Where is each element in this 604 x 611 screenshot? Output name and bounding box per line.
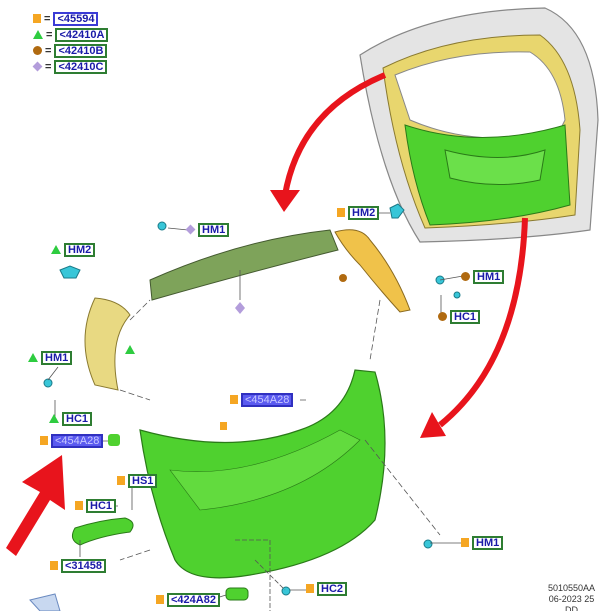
square-marker-icon xyxy=(33,14,41,23)
diamond-marker-icon xyxy=(185,224,196,235)
legend-label[interactable]: <42410C xyxy=(54,59,108,74)
pointer-arrow xyxy=(6,455,65,556)
left-pillar-trim xyxy=(84,297,131,391)
square-marker-icon xyxy=(306,584,314,593)
legend-label[interactable]: <42410A xyxy=(55,27,109,42)
callout-424a82: <424A82 xyxy=(156,592,220,607)
legend-item-diamond: =<42410C xyxy=(32,59,108,74)
tailgate-assembly xyxy=(359,7,599,243)
square-marker-icon xyxy=(75,501,83,510)
direction-arrows xyxy=(282,72,528,428)
triangle-marker-icon xyxy=(33,30,43,39)
bracket-part xyxy=(108,434,120,446)
triangle-marker-icon xyxy=(49,414,59,423)
square-marker-icon xyxy=(337,208,345,217)
callout-hm1-right: HM1 xyxy=(461,269,505,284)
square-marker-icon xyxy=(156,595,164,604)
clips xyxy=(43,203,461,596)
callout-hc2: HC2 xyxy=(306,581,348,596)
callout-hc1-lower: HC1 xyxy=(75,498,117,513)
drawing-code: 5010550AA 06-2023 25 DD xyxy=(548,583,596,611)
square-marker-icon xyxy=(117,476,125,485)
callout-31458: <31458 xyxy=(50,558,107,573)
legend-label[interactable]: <42410B xyxy=(54,43,108,58)
callout-454a28-center: <454A28 xyxy=(230,392,294,407)
legend-item-square: =<45594 xyxy=(33,11,99,26)
callout-hs1: HS1 xyxy=(117,473,158,488)
circle-marker-icon xyxy=(438,312,447,321)
callout-hm1-top: HM1 xyxy=(185,222,230,237)
legend-item-triangle: =<42410A xyxy=(33,27,109,42)
callout-hc1-left: HC1 xyxy=(49,411,93,426)
view-arrow xyxy=(29,593,61,611)
legend-label[interactable]: <45594 xyxy=(53,11,99,26)
callout-hm2-right: HM2 xyxy=(337,205,380,220)
leader-lines xyxy=(47,212,464,611)
callout-hm1-lower: HM1 xyxy=(461,535,504,550)
triangle-marker-icon xyxy=(28,353,38,362)
square-marker-icon xyxy=(230,395,238,404)
triangle-marker-icon xyxy=(51,245,61,254)
circle-marker-icon xyxy=(33,46,42,55)
callout-hm2-left: HM2 xyxy=(51,242,96,257)
diamond-marker-icon xyxy=(32,61,43,72)
square-marker-icon xyxy=(40,436,48,445)
callout-hm1-left: HM1 xyxy=(28,350,73,365)
small-cover-part xyxy=(225,587,249,601)
right-pillar-trim xyxy=(334,229,411,313)
callout-454a28-left: <454A28 xyxy=(40,433,104,448)
callout-hc1-right: HC1 xyxy=(438,309,481,324)
circle-marker-icon xyxy=(461,272,470,281)
handle-part xyxy=(71,517,134,546)
square-marker-icon xyxy=(50,561,58,570)
legend-item-circle: =<42410B xyxy=(33,43,108,58)
square-marker-icon xyxy=(461,538,469,547)
upper-trim-panel xyxy=(149,229,339,301)
